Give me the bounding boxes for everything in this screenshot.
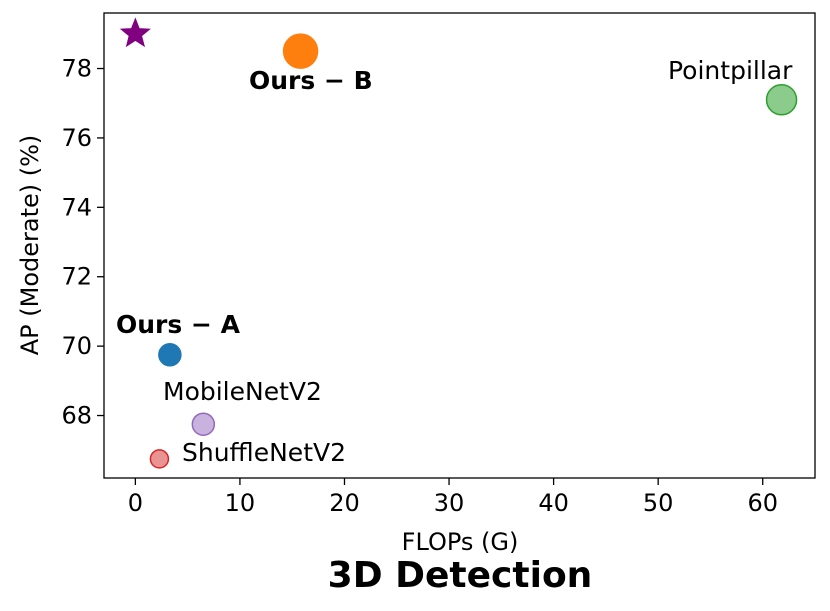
y-tick-label: 78 <box>61 55 92 83</box>
point-label: ShuffleNetV2 <box>182 438 346 467</box>
x-tick-label: 40 <box>538 489 569 517</box>
chart-title: 3D Detection <box>328 555 593 596</box>
axes-frame <box>103 12 816 479</box>
point-label: Ours − A <box>116 310 241 339</box>
y-axis-label: AP (Moderate) (%) <box>16 135 44 356</box>
scatter-point <box>158 343 182 367</box>
point-label: Pointpillar <box>668 56 793 85</box>
axes: 0 10 20 30 40 50 60 68 70 72 74 76 78 <box>61 12 816 517</box>
scatter-point <box>191 412 216 436</box>
x-axis-label: FLOPs (G) <box>402 528 519 556</box>
y-tick-label: 74 <box>61 193 92 221</box>
x-tick-label: 60 <box>747 489 778 517</box>
y-tick-label: 76 <box>61 124 92 152</box>
x-tick-label: 20 <box>329 489 360 517</box>
scatter-point <box>149 449 170 469</box>
x-tick-label: 30 <box>434 489 465 517</box>
y-tick-label: 68 <box>61 402 92 430</box>
y-tick-label: 72 <box>61 263 92 291</box>
scatter-point <box>765 84 798 116</box>
star-marker <box>119 17 151 48</box>
x-tick-label: 0 <box>128 489 143 517</box>
x-tick-label: 50 <box>643 489 674 517</box>
point-label: Ours − B <box>249 66 373 95</box>
point-label: MobileNetV2 <box>163 377 322 406</box>
scatter-point <box>282 33 319 69</box>
x-tick-label: 10 <box>225 489 256 517</box>
y-tick-label: 70 <box>61 332 92 360</box>
